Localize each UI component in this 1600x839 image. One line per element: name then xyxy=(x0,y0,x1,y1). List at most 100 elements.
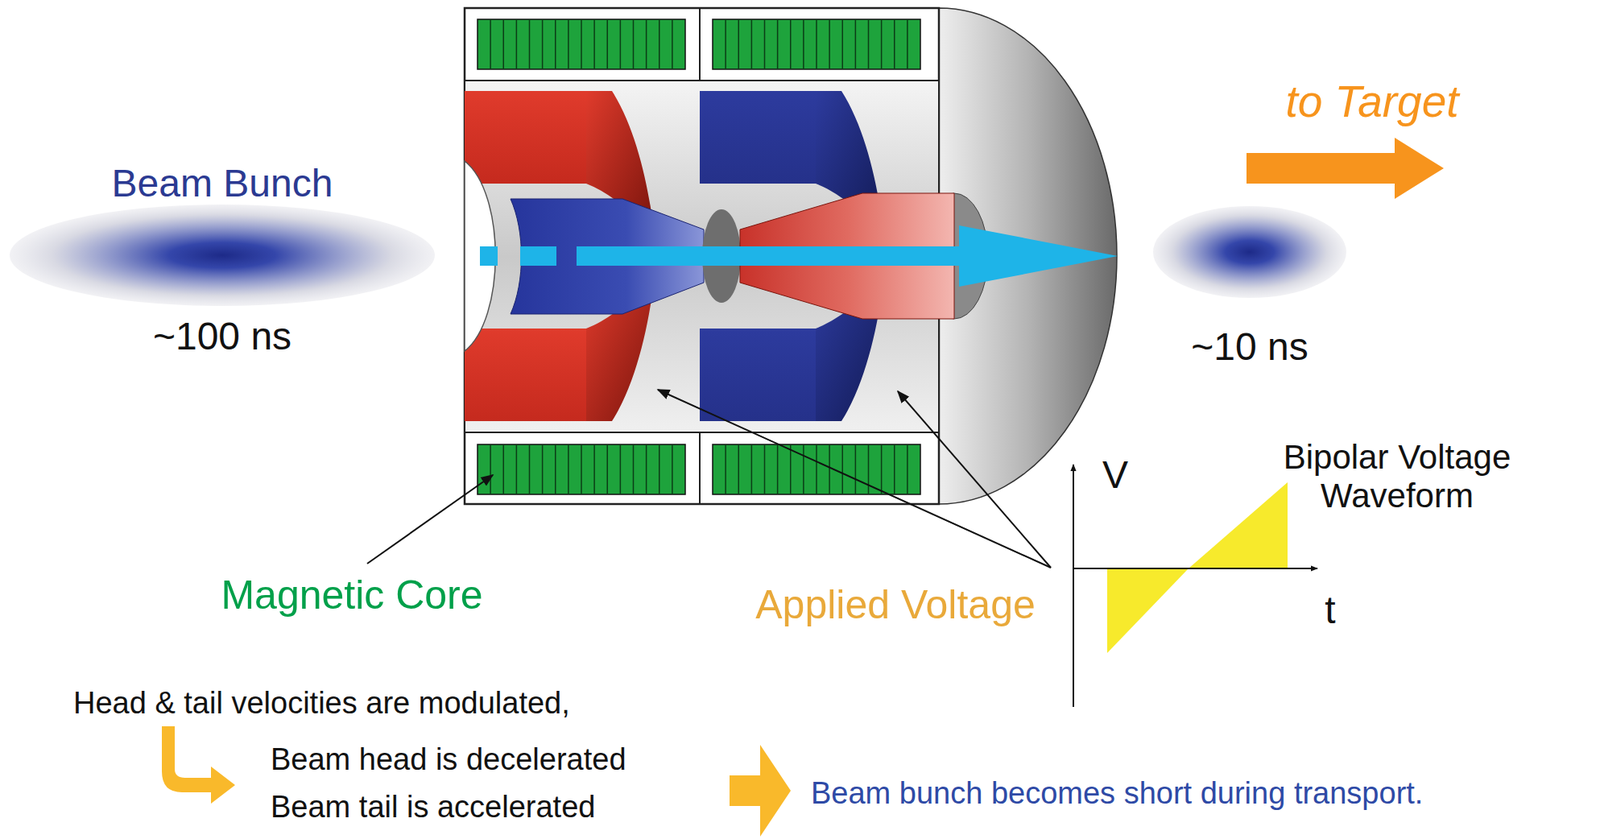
direction-label: to Target xyxy=(1285,76,1459,128)
magnetic-core xyxy=(645,19,648,70)
note: Beam head is decelerated xyxy=(270,742,627,778)
magnetic-core xyxy=(789,444,792,495)
magnetic-core xyxy=(828,444,831,495)
magnetic-core xyxy=(620,444,622,495)
magnetic-core xyxy=(906,444,909,495)
magnetic-core xyxy=(777,19,779,70)
device xyxy=(464,8,1117,505)
bunch-length: ~10 ns xyxy=(1190,324,1308,369)
magnetic-core xyxy=(489,444,492,495)
magnetic-core xyxy=(777,444,779,495)
magnetic-core xyxy=(554,444,557,495)
electrode-block xyxy=(464,90,587,184)
magnetic-core xyxy=(842,19,844,70)
housing-edge xyxy=(464,79,939,82)
magnetic-core xyxy=(477,19,686,70)
magnetic-core xyxy=(842,444,844,495)
magnetic-core xyxy=(906,19,909,70)
magnetic-core xyxy=(632,19,635,70)
magnetic-core xyxy=(620,19,622,70)
magnetic-core xyxy=(802,444,805,495)
magnetic-core xyxy=(671,444,674,495)
magnetic-core xyxy=(893,444,896,495)
beam-bunch: ~10 ns xyxy=(1143,201,1357,375)
magnetic-core xyxy=(541,19,544,70)
magnetic-core xyxy=(516,444,518,495)
magnetic-core xyxy=(738,444,741,495)
bunch-ellipse xyxy=(1153,206,1347,298)
magnetic-core xyxy=(632,444,635,495)
beam-arrow xyxy=(959,225,1118,287)
beam-arrow xyxy=(520,246,557,266)
magnetic-core xyxy=(712,444,921,495)
magnetic-core xyxy=(751,444,753,495)
magnetic-core xyxy=(789,19,792,70)
magnetic-core xyxy=(764,19,766,70)
leader-line xyxy=(897,391,1051,568)
magnetic-core xyxy=(593,19,596,70)
bunch-title: Beam Bunch xyxy=(111,161,334,206)
magnetic-core xyxy=(868,19,870,70)
waveform-area xyxy=(1107,568,1189,654)
magnetic-core xyxy=(529,19,531,70)
axis-label: t xyxy=(1324,587,1336,633)
magnetic-core xyxy=(580,444,583,495)
target-arrow xyxy=(1246,137,1444,199)
end-dome xyxy=(938,8,1117,505)
magnetic-core xyxy=(658,444,661,495)
beam-arrow xyxy=(479,246,498,266)
axis-label: V xyxy=(1102,452,1129,497)
magnetic-core xyxy=(893,19,896,70)
bunch-ellipse xyxy=(9,204,435,306)
magnetic-core xyxy=(593,444,596,495)
magnetic-core xyxy=(516,19,518,70)
axis xyxy=(1073,567,1318,570)
flow-arrow xyxy=(161,726,236,804)
leader-line xyxy=(367,475,493,564)
magnetic-core xyxy=(529,444,531,495)
magnetic-core xyxy=(880,19,883,70)
note: Beam tail is accelerated xyxy=(270,789,596,826)
magnetic-core xyxy=(567,444,570,495)
plot-title: Bipolar Voltage Waveform xyxy=(1260,438,1534,517)
part-label: Magnetic Core xyxy=(220,572,483,620)
magnetic-core xyxy=(751,19,753,70)
beam-arrow xyxy=(576,246,960,266)
magnetic-core xyxy=(541,444,544,495)
magnetic-core xyxy=(724,19,727,70)
magnetic-core xyxy=(815,444,818,495)
magnetic-core xyxy=(855,444,857,495)
magnetic-core xyxy=(724,444,727,495)
magnetic-core xyxy=(712,19,921,70)
magnetic-core xyxy=(554,19,557,70)
magnetic-core xyxy=(489,19,492,70)
conclusion-note: Beam bunch becomes short during transpor… xyxy=(810,776,1423,812)
magnetic-core xyxy=(738,19,741,70)
bunch-length: ~100 ns xyxy=(152,314,292,359)
flow-arrow xyxy=(729,744,791,837)
housing-divider xyxy=(698,8,701,81)
magnetic-core xyxy=(503,19,505,70)
waveform-area xyxy=(1188,482,1288,569)
magnetic-core xyxy=(503,444,505,495)
axis xyxy=(1072,464,1075,707)
magnetic-core xyxy=(868,444,870,495)
magnetic-core xyxy=(477,444,686,495)
magnetic-core xyxy=(607,444,609,495)
waveform-plot xyxy=(1073,464,1318,707)
magnetic-core xyxy=(855,19,857,70)
magnetic-core xyxy=(880,444,883,495)
magnetic-core xyxy=(815,19,818,70)
magnetic-core xyxy=(580,19,583,70)
electrode-block xyxy=(699,328,816,422)
part-label: Applied Voltage xyxy=(755,582,1036,629)
flow-arrow xyxy=(161,726,791,837)
housing-edge xyxy=(464,431,939,434)
magnetic-core xyxy=(671,19,674,70)
electrode-block xyxy=(464,328,587,422)
magnetic-core xyxy=(802,19,805,70)
magnetic-core xyxy=(764,444,766,495)
magnetic-core xyxy=(607,19,609,70)
magnetic-core xyxy=(658,19,661,70)
